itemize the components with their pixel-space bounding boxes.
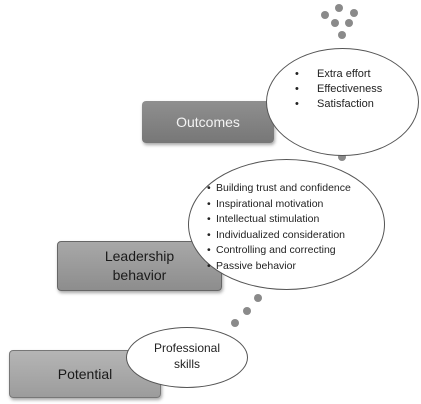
leadership-label-line2: behavior bbox=[112, 267, 167, 283]
bullet-icon: • bbox=[295, 98, 299, 110]
leadership-list: •Building trust and confidence •Inspirat… bbox=[207, 181, 351, 274]
leadership-list-item: •Intellectual stimulation bbox=[207, 212, 351, 228]
connector-dot bbox=[345, 19, 353, 27]
bullet-icon: • bbox=[207, 213, 211, 225]
outcomes-list-item: •Effectiveness bbox=[295, 83, 383, 95]
connector-dot bbox=[331, 19, 339, 27]
bullet-icon: • bbox=[207, 259, 211, 272]
leadership-bubble bbox=[188, 159, 385, 290]
leadership-list-item: •Building trust and confidence bbox=[207, 181, 351, 197]
potential-label: Potential bbox=[57, 366, 113, 382]
leadership-list-item: •Passive behavior bbox=[207, 259, 351, 275]
bullet-icon: • bbox=[207, 244, 211, 256]
bullet-icon: • bbox=[295, 68, 299, 80]
potential-bubble bbox=[126, 327, 248, 388]
outcomes-list-item: •Satisfaction bbox=[295, 98, 374, 110]
connector-dot bbox=[350, 9, 358, 17]
professional-skills-label: Professional skills bbox=[153, 341, 221, 371]
connector-dot bbox=[338, 31, 346, 39]
outcomes-label: Outcomes bbox=[176, 114, 240, 130]
connector-dot bbox=[254, 294, 262, 302]
connector-dot bbox=[338, 153, 346, 161]
leadership-list-item: •Individualized consideration bbox=[207, 228, 351, 244]
outcomes-list-item: •Extra effort bbox=[295, 68, 371, 80]
leadership-list-item: •Controlling and correcting bbox=[207, 243, 351, 259]
bullet-icon: • bbox=[295, 83, 299, 95]
connector-dot bbox=[335, 4, 343, 12]
leadership-label-line1: Leadership bbox=[104, 248, 175, 264]
outcomes-box: Outcomes bbox=[142, 101, 274, 143]
connector-dot bbox=[231, 319, 239, 327]
connector-dot bbox=[321, 11, 329, 19]
outcomes-bubble bbox=[266, 48, 419, 156]
leadership-list-item: •Inspirational motivation bbox=[207, 197, 351, 213]
outcomes-list: •Extra effort •Effectiveness •Satisfacti… bbox=[295, 67, 382, 112]
bullet-icon: • bbox=[207, 228, 211, 241]
bullet-icon: • bbox=[207, 182, 211, 194]
connector-dot bbox=[243, 307, 251, 315]
bullet-icon: • bbox=[207, 197, 211, 210]
